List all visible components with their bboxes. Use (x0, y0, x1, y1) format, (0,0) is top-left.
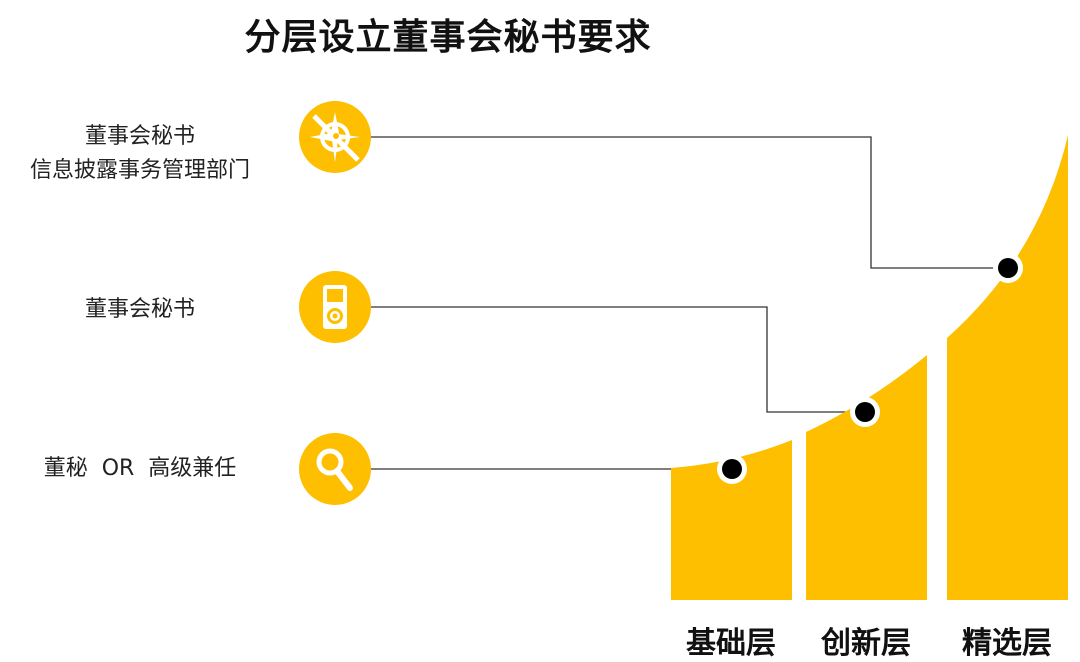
requirement-label-selected: 董事会秘书 信息披露事务管理部门 (0, 120, 280, 188)
connector-innovation (370, 306, 865, 413)
label-line: 董事会秘书 (84, 124, 195, 149)
page-title: 分层设立董事会秘书要求 (244, 17, 652, 58)
media-player-icon (299, 271, 371, 343)
requirement-label-innovation: 董事会秘书 (84, 297, 195, 322)
compass-icon (299, 101, 371, 173)
bar-innovation (806, 355, 927, 600)
label-line: 信息披露事务管理部门 (29, 158, 250, 183)
search-icon (299, 433, 371, 505)
tier-label-innovation: 创新层 (821, 626, 911, 661)
marker-dot-innovation (855, 402, 875, 422)
markers (717, 253, 1023, 484)
connector-selected (370, 136, 1008, 269)
bar-basic (671, 440, 792, 600)
bar-selected (947, 135, 1068, 600)
tier-label-selected: 精选层 (962, 626, 1052, 661)
tier-label-basic: 基础层 (686, 626, 776, 661)
marker-dot-basic (722, 459, 742, 479)
requirement-label-basic: 董秘 OR 高级兼任 (43, 456, 237, 481)
marker-dot-selected (998, 258, 1018, 278)
